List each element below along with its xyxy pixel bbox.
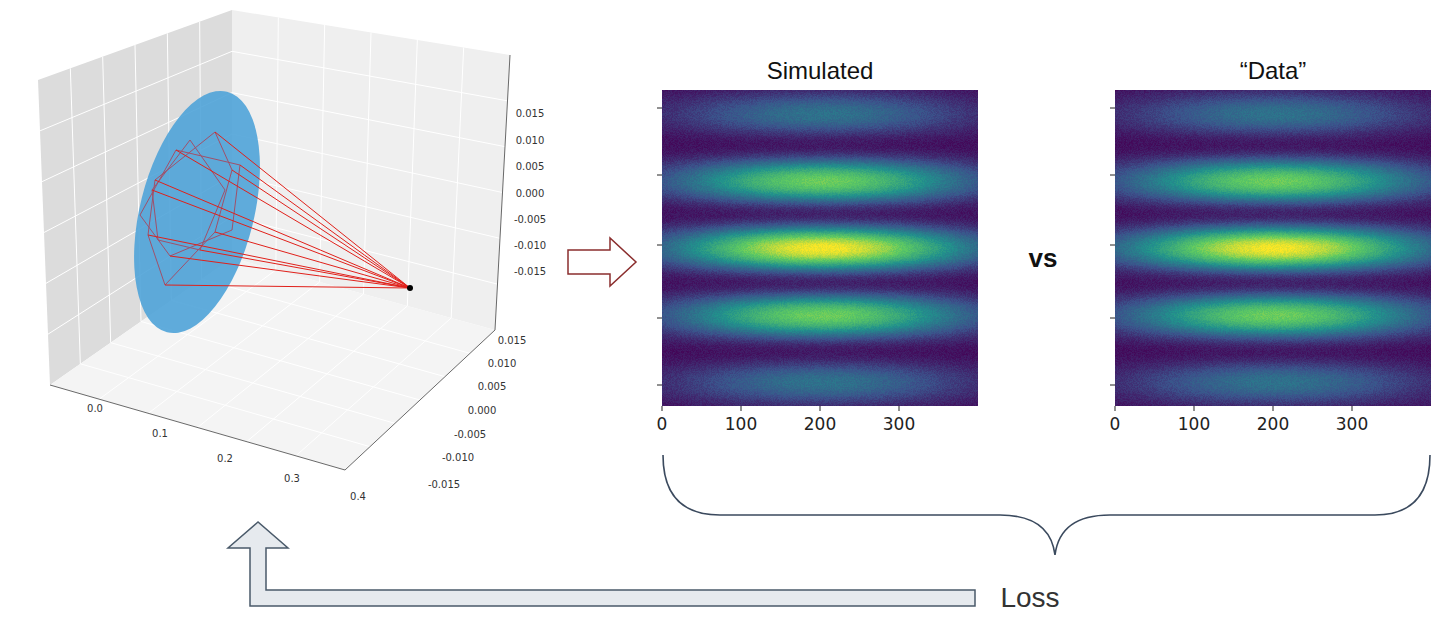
ray bbox=[240, 165, 410, 288]
grid-line bbox=[232, 51, 508, 101]
tick-label: 0.4 bbox=[350, 491, 366, 502]
ray bbox=[170, 256, 410, 288]
tick-label: 0.015 bbox=[516, 108, 545, 119]
tick-mark bbox=[741, 406, 742, 411]
y-axis bbox=[345, 330, 495, 470]
grid-line bbox=[407, 40, 417, 306]
ray bbox=[165, 285, 410, 288]
grid-lines bbox=[40, 18, 508, 456]
ray bbox=[215, 232, 410, 288]
ray bbox=[148, 235, 410, 288]
tick-label: -0.010 bbox=[514, 240, 546, 251]
tick-label: 0.010 bbox=[516, 135, 545, 146]
tick-mark bbox=[899, 406, 900, 411]
tick-label: 0.0 bbox=[87, 403, 103, 414]
tick-label: 0.010 bbox=[488, 358, 517, 369]
tick-label: 0 bbox=[1110, 414, 1121, 434]
tick-label: -0.005 bbox=[514, 214, 546, 225]
panel-title: Simulated bbox=[662, 56, 978, 86]
tick-label: -0.015 bbox=[514, 266, 546, 277]
tick-label: 0.3 bbox=[284, 473, 300, 484]
x-axis bbox=[50, 385, 345, 470]
ray-polygons bbox=[140, 132, 240, 285]
ray bbox=[215, 132, 410, 288]
tick-mark bbox=[1352, 406, 1353, 411]
axis-lines bbox=[50, 55, 510, 470]
ray bbox=[200, 250, 410, 288]
feedback-arrow bbox=[228, 522, 975, 606]
ray-polygon bbox=[140, 150, 240, 256]
rays bbox=[148, 132, 410, 288]
intensity-image bbox=[662, 90, 978, 406]
ray bbox=[152, 190, 410, 288]
intensity-image bbox=[1115, 90, 1431, 406]
comparison-label: vs bbox=[1029, 243, 1058, 274]
tick-mark bbox=[820, 406, 821, 411]
panel-title: “Data” bbox=[1115, 56, 1431, 86]
tick-label: 0 bbox=[657, 414, 668, 434]
ray bbox=[176, 150, 410, 288]
tick-label: 0.005 bbox=[516, 161, 545, 172]
tick-label: 0.000 bbox=[516, 188, 545, 199]
loss-label: Loss bbox=[998, 582, 1061, 614]
tick-label: 0.2 bbox=[217, 453, 233, 464]
tick-label: -0.010 bbox=[442, 452, 474, 463]
grid-line bbox=[202, 279, 470, 353]
grid-line bbox=[451, 48, 464, 319]
ray-polygon bbox=[148, 132, 232, 285]
flow-arrow bbox=[568, 238, 636, 286]
lens-disc bbox=[112, 78, 283, 346]
tick-mark bbox=[662, 406, 663, 411]
tick-label: 0.015 bbox=[498, 335, 527, 346]
tick-label: 200 bbox=[1257, 414, 1289, 434]
tick-mark bbox=[1194, 406, 1195, 411]
tick-label: 100 bbox=[725, 414, 757, 434]
tick-label: 300 bbox=[883, 414, 915, 434]
grid-line bbox=[232, 93, 505, 147]
grid-line bbox=[247, 306, 408, 442]
grid-line bbox=[141, 322, 420, 401]
image-panel: Simulated bbox=[662, 56, 978, 406]
grid-line bbox=[296, 318, 451, 456]
tick-label: 0.005 bbox=[478, 381, 507, 392]
tick-label: -0.005 bbox=[454, 429, 486, 440]
grid-line bbox=[232, 134, 503, 193]
tick-label: 0.000 bbox=[468, 405, 497, 416]
tick-mark bbox=[1273, 406, 1274, 411]
tick-label: 200 bbox=[804, 414, 836, 434]
source-point bbox=[407, 285, 413, 291]
tick-label: -0.015 bbox=[428, 479, 460, 490]
tick-mark bbox=[1115, 406, 1116, 411]
ray-polygon bbox=[152, 140, 225, 250]
tick-label: 0.1 bbox=[152, 428, 168, 439]
grid-line bbox=[171, 300, 445, 376]
tick-label: 100 bbox=[1178, 414, 1210, 434]
z-axis bbox=[495, 55, 510, 330]
brace bbox=[663, 455, 1430, 555]
tick-label: 300 bbox=[1336, 414, 1368, 434]
image-panel: “Data” bbox=[1115, 56, 1431, 406]
